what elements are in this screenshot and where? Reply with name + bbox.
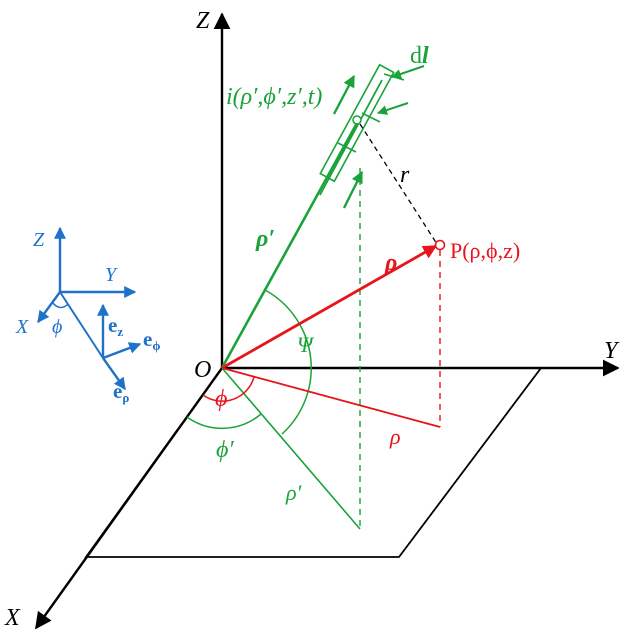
- z-axis-label: Z: [196, 8, 210, 34]
- rho-projection: [221, 367, 441, 428]
- inset-x-label: X: [15, 316, 29, 338]
- field-point-label: P(ρ,ϕ,z): [450, 238, 520, 263]
- rho-prime-projection: [221, 367, 361, 530]
- x-axis-label: X: [4, 605, 21, 631]
- dl-arrow-top: [391, 65, 425, 79]
- e-rho-base: e: [113, 379, 122, 403]
- current-arrow-upper: [332, 74, 356, 115]
- e-phi-label: eϕ: [143, 327, 160, 353]
- inset-phi-label: ϕ: [52, 316, 62, 338]
- e-phi-vector: [102, 342, 142, 360]
- phi-prime-label: ϕ′: [216, 437, 234, 463]
- unit-vector-inset: Z Y X ϕ ez eϕ eρ: [15, 226, 160, 405]
- dl-symbol: l: [422, 43, 429, 69]
- rho-proj-label: ρ: [389, 424, 401, 449]
- psi-label: Ψ: [297, 332, 315, 357]
- current-line: [319, 79, 383, 196]
- inset-y-label: Y: [105, 264, 118, 286]
- phi-label: ϕ: [215, 386, 227, 412]
- current-label: i(ρ′,ϕ′,z′,t): [226, 84, 322, 110]
- inset-phi-arc: [51, 301, 69, 309]
- current-element-box: [319, 63, 395, 183]
- dl-prefix: d: [410, 43, 422, 69]
- dl-tick-top: [383, 73, 405, 81]
- psi-arc: [264, 289, 312, 435]
- r-label: r: [400, 162, 410, 188]
- axes: [35, 12, 620, 630]
- field-geometry: r ρ P(ρ,ϕ,z) ρ ϕ: [202, 123, 520, 449]
- e-rho-label: eρ: [113, 379, 129, 405]
- source-geometry: i(ρ′,ϕ′,z′,t) dl ρ′ ρ′ ϕ′ Ψ: [186, 43, 429, 530]
- rho-prime-vector: [220, 122, 359, 369]
- dl-arrow-bottom: [377, 102, 409, 115]
- current-arrow-lower: [342, 170, 364, 209]
- phi-prime-arc: [186, 413, 262, 430]
- origin-label: O: [194, 357, 211, 383]
- e-z-sub: z: [117, 324, 123, 339]
- field-point: [434, 239, 446, 251]
- e-phi-base: e: [143, 327, 152, 351]
- e-rho-sub: ρ: [122, 390, 129, 405]
- rho-vector-label: ρ: [384, 250, 397, 276]
- inset-radial-line: [59, 291, 104, 359]
- dl-label: dl: [410, 43, 429, 69]
- e-z-base: e: [108, 313, 117, 337]
- phi-arc: [202, 376, 255, 402]
- rho-prime-proj-label: ρ′: [285, 480, 303, 505]
- inset-x-axis: [37, 291, 61, 323]
- xy-plane: [84, 367, 542, 558]
- element-band-bottom: [337, 142, 357, 153]
- rho-prime-label: ρ′: [255, 226, 275, 252]
- rho-vector: [221, 244, 438, 370]
- e-z-label: ez: [108, 313, 123, 339]
- source-point: [352, 115, 362, 125]
- element-band-top: [361, 112, 381, 123]
- y-axis-label: Y: [604, 338, 620, 364]
- inset-z-label: Z: [33, 229, 45, 251]
- r-distance-line: [359, 123, 438, 245]
- e-rho-vector: [102, 357, 126, 390]
- e-phi-sub: ϕ: [152, 338, 160, 353]
